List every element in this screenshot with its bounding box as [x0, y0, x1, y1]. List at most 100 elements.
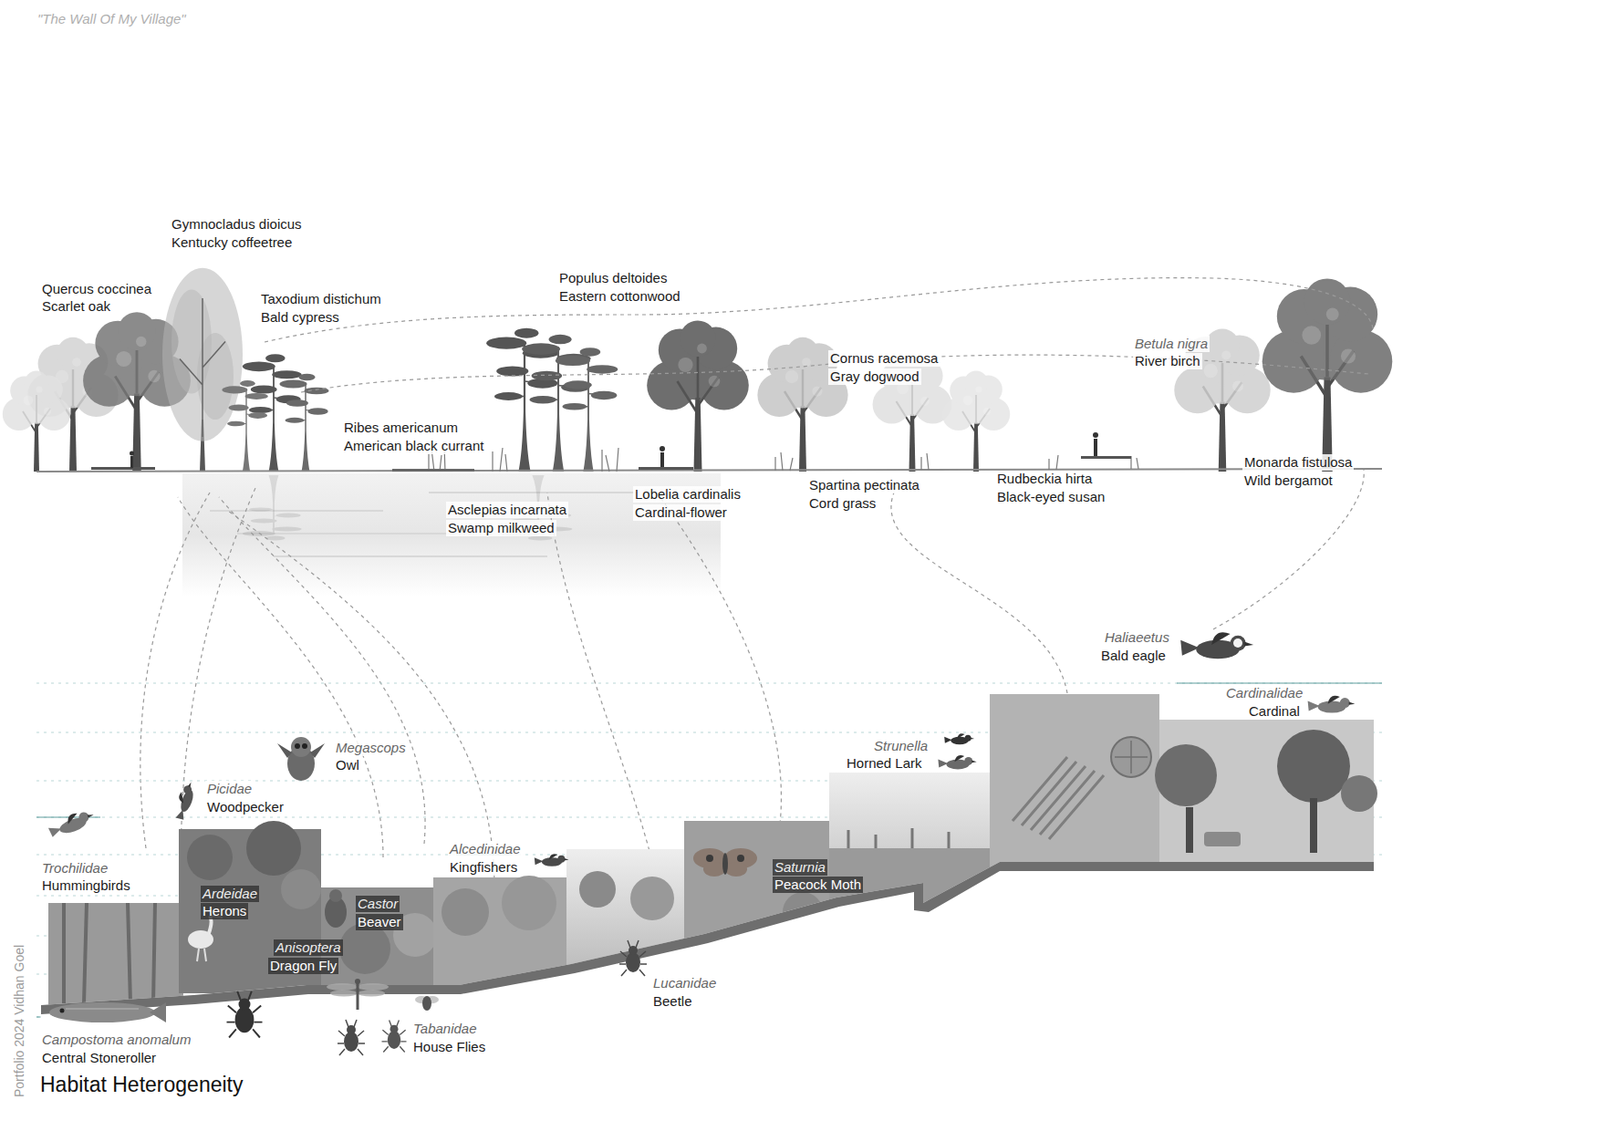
species-name: Cardinalidae: [1224, 685, 1305, 702]
plant-name: Gymnocladus dioicus: [169, 216, 304, 233]
species-name: Horned Lark: [844, 755, 925, 772]
wetland-landscape: [660, 452, 665, 468]
dashed-relation-curve: [1213, 469, 1364, 630]
animal-figure: [301, 743, 308, 749]
animal-figure: [46, 807, 97, 840]
species-name: Strunella: [872, 737, 930, 755]
wetland-landscape: [1262, 278, 1393, 472]
species-name: Lucanidae: [651, 975, 718, 992]
plant-name: River birch: [1132, 353, 1203, 370]
animal-figure: [227, 991, 263, 1039]
wetland-landscape: [242, 475, 302, 541]
wetland-landscape: [1093, 438, 1098, 457]
dashed-relation-curve: [140, 492, 210, 849]
species-name: Central Stoneroller: [40, 1049, 158, 1067]
animal-figure: [337, 1019, 365, 1056]
plant-name: Quercus coccinea: [40, 280, 154, 298]
species-name: Alcedinidae: [447, 841, 523, 858]
wetland-landscape: [280, 374, 330, 472]
plant-name: Spartina pectinata: [807, 477, 922, 494]
habitat-photo: [63, 903, 156, 1004]
habitat-photo: [48, 903, 184, 1013]
habitat-photo: [36, 862, 1382, 1131]
animal-figure: [187, 915, 223, 962]
animal-figure: [693, 848, 758, 877]
animal-figure: [149, 1002, 167, 1023]
plant-name: Kentucky coffeetree: [169, 234, 294, 251]
wetland-landscape: [555, 347, 618, 472]
plant-name: Cornus racemosa: [828, 350, 940, 367]
wetland-landscape: [130, 456, 134, 468]
habitat-photo: [1012, 757, 1104, 840]
animal-figure: [277, 737, 325, 781]
animal-figure: [937, 755, 977, 769]
habitat-photo: [1114, 740, 1148, 774]
plant-name: Rudbeckia hirta: [995, 470, 1094, 488]
wetland-landscape: [162, 268, 243, 472]
species-name: Castor: [355, 895, 400, 913]
wetland-landscape: [638, 467, 694, 470]
plant-name: Scarlet oak: [40, 298, 113, 315]
dashed-relation-curve: [264, 278, 1373, 343]
species-name: Dragon Fly: [268, 957, 339, 975]
animal-figure: [619, 940, 647, 977]
habitat-photo: [1340, 775, 1378, 812]
species-name: Picidae: [205, 780, 254, 798]
dashed-relation-curve: [177, 497, 384, 858]
species-name: Campostoma anomalum: [40, 1031, 193, 1049]
species-name: Beaver: [355, 914, 404, 931]
species-name: Peacock Moth: [772, 876, 863, 894]
species-name: Saturnia: [772, 859, 828, 876]
plant-name: Black-eyed susan: [995, 488, 1107, 506]
habitat-photo: [36, 694, 1382, 1131]
species-name: Hummingbirds: [40, 877, 133, 894]
watermark: "The Wall Of My Village": [35, 10, 188, 28]
animal-figure: [326, 978, 389, 1010]
wetland-landscape: [221, 380, 268, 472]
dashed-relation-curve: [891, 492, 1068, 694]
habitat-photo: [1154, 744, 1217, 807]
plant-name: Gray dogwood: [828, 368, 922, 385]
wetland-landscape: [942, 371, 1010, 472]
animal-figure: [60, 1008, 65, 1014]
species-name: House Flies: [411, 1038, 488, 1056]
habitat-photo: [187, 834, 233, 881]
animal-figure: [1233, 638, 1243, 648]
animal-figure: [49, 1002, 167, 1023]
animal-figure: [65, 1007, 139, 1010]
wetland-landscape: [242, 353, 302, 472]
plant-name: Bald cypress: [259, 309, 342, 326]
species-name: Kingfishers: [447, 859, 520, 876]
animal-figure: [49, 1002, 156, 1023]
plant-name: Cord grass: [807, 495, 878, 512]
plant-name: American black currant: [342, 437, 486, 455]
species-name: Beetle: [651, 993, 695, 1010]
wetland-landscape: [1092, 432, 1099, 438]
animal-figure: [415, 996, 439, 1011]
species-name: Herons: [200, 903, 249, 920]
species-name: Megascops: [333, 739, 408, 757]
wetland-landscape: [129, 451, 135, 457]
dashed-relation-curve: [656, 492, 781, 853]
habitat-photo: [1185, 807, 1194, 853]
wetland-landscape: [521, 334, 592, 472]
species-name: Anisoptera: [273, 939, 343, 956]
animal-figure: [290, 737, 312, 758]
plant-name: Asclepias incarnata: [446, 501, 569, 519]
habitat-photo: [579, 871, 616, 908]
species-name: Cardinal: [1246, 703, 1302, 720]
animal-figure: [944, 733, 975, 745]
animal-figure: [534, 853, 570, 867]
wetland-landscape: [2, 371, 71, 472]
animal-figure: [329, 889, 343, 903]
animal-figure: [1180, 632, 1254, 659]
species-name: Trochilidae: [40, 860, 110, 877]
habitat-photo: [441, 888, 489, 936]
wetland-landscape: [659, 446, 665, 452]
wetland-landscape: [646, 320, 749, 472]
species-name: Ardeidae: [200, 885, 260, 903]
species-name: Bald eagle: [1099, 647, 1168, 665]
diagram-title: Habitat Heterogeneity: [38, 1071, 245, 1098]
species-name: Owl: [333, 757, 362, 774]
wetland-landscape: [2, 268, 1393, 597]
